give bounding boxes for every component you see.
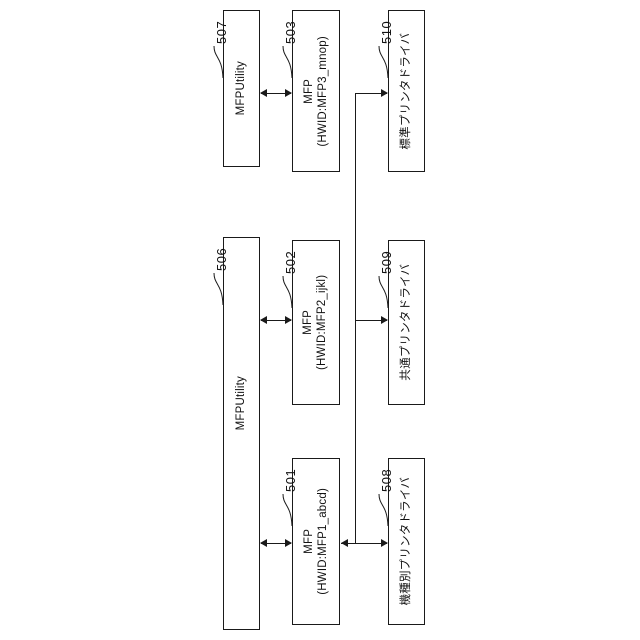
block-510-label: 標準プリンタドライバ bbox=[400, 32, 413, 150]
connector-501-508-arrowhead-right bbox=[381, 539, 388, 547]
refnum-503: 503 bbox=[283, 20, 298, 44]
block-503-label: MFP (HWID:MFP3_mnop) bbox=[302, 35, 330, 147]
block-510-standard-printer-driver: 標準プリンタドライバ bbox=[388, 10, 425, 172]
refnum-507: 507 bbox=[214, 20, 229, 44]
block-507-mfp-utility-top: MFPUtility bbox=[223, 10, 260, 167]
block-503-mfp3: MFP (HWID:MFP3_mnop) bbox=[292, 10, 340, 172]
connector-506-501-arrowhead-left bbox=[260, 539, 267, 547]
block-507-label: MFPUtility bbox=[235, 61, 248, 116]
connector-507-503-arrowhead-right bbox=[285, 89, 292, 97]
block-509-common-printer-driver: 共通プリンタドライバ bbox=[388, 240, 425, 405]
connector-506-501-line bbox=[261, 543, 291, 544]
refnum-508: 508 bbox=[379, 468, 394, 492]
connector-501-508-line bbox=[341, 543, 387, 544]
block-502-label: MFP (HWID:MFP2_ijkl) bbox=[302, 274, 330, 371]
refnum-509: 509 bbox=[379, 250, 394, 274]
block-509-label: 共通プリンタドライバ bbox=[400, 264, 413, 381]
block-501-mfp1: MFP (HWID:MFP1_abcd) bbox=[292, 458, 340, 625]
block-501-label: MFP (HWID:MFP1_abcd) bbox=[302, 488, 329, 595]
block-508-model-specific-printer-driver: 機種別プリンタドライバ bbox=[388, 458, 425, 625]
connector-507-503-arrowhead-left bbox=[260, 89, 267, 97]
refnum-506: 506 bbox=[214, 247, 229, 271]
connector-bus-509-line bbox=[355, 320, 387, 321]
connector-506-502-arrowhead-left bbox=[260, 316, 267, 324]
block-502-mfp2: MFP (HWID:MFP2_ijkl) bbox=[292, 240, 340, 405]
refnum-502: 502 bbox=[283, 250, 298, 274]
refnum-510: 510 bbox=[379, 20, 394, 44]
connector-506-501-arrowhead-right bbox=[285, 539, 292, 547]
connector-bus-510-line bbox=[355, 93, 387, 94]
block-506-mfp-utility-main: MFPUtility bbox=[223, 237, 260, 630]
connector-507-503-line bbox=[261, 93, 291, 94]
block-508-label: 機種別プリンタドライバ bbox=[400, 477, 413, 606]
connector-bus-509-arrowhead bbox=[381, 316, 388, 324]
refnum-501: 501 bbox=[283, 468, 298, 492]
connector-bus-510-arrowhead bbox=[381, 89, 388, 97]
connector-501-508-arrowhead-left bbox=[341, 539, 348, 547]
block-506-label: MFPUtility bbox=[235, 376, 248, 431]
connector-506-502-line bbox=[261, 320, 291, 321]
connector-vertical-bus bbox=[355, 93, 356, 544]
connector-506-502-arrowhead-right bbox=[285, 316, 292, 324]
